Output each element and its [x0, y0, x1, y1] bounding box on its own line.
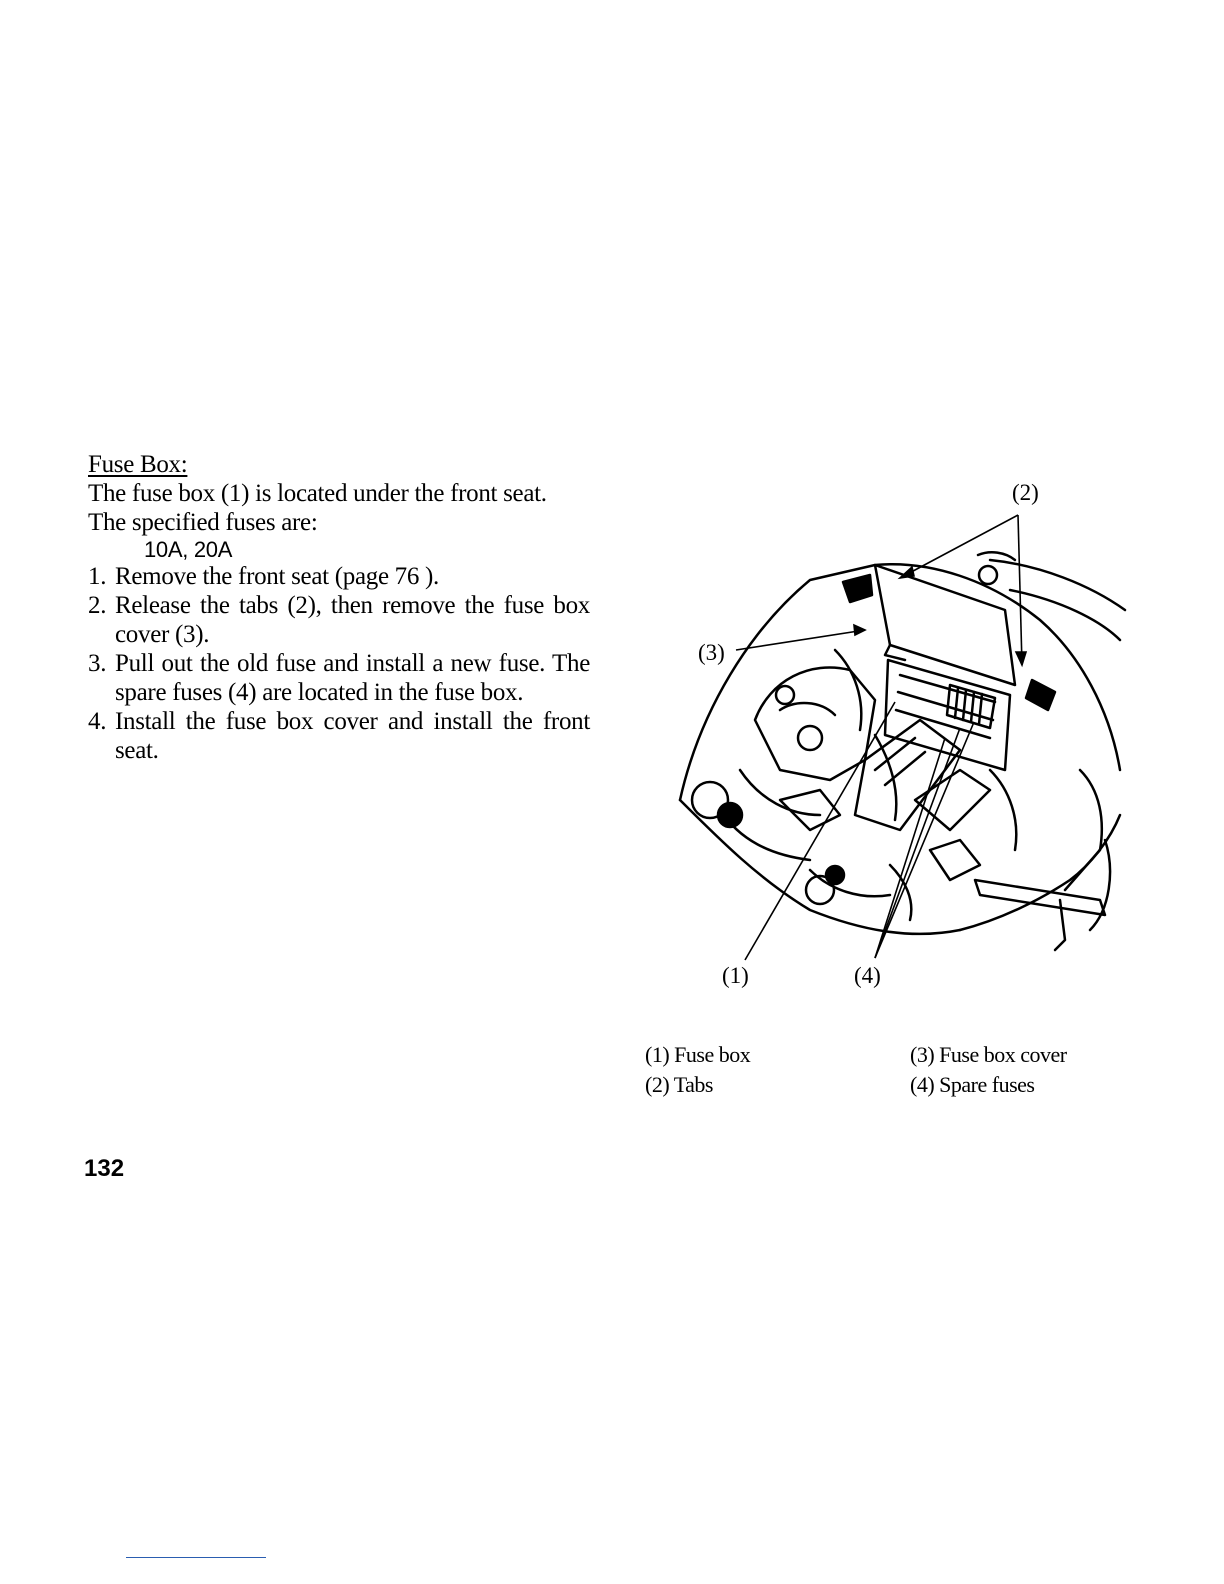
callout-2: (2) — [1012, 480, 1039, 505]
legend-left: (1) Fuse box (2) Tabs — [645, 1040, 751, 1100]
step-3: 3. Pull out the old fuse and install a n… — [88, 649, 590, 707]
fuse-ratings: 10A, 20A — [144, 537, 233, 562]
step-text: Pull out the old fuse and install a new … — [115, 650, 590, 706]
step-2: 2. Release the tabs (2), then remove the… — [88, 591, 590, 649]
legend-item-spare-fuses: (4) Spare fuses — [910, 1072, 1035, 1097]
intro-paragraph: The fuse box (1) is located under the fr… — [88, 480, 547, 507]
callout-4: (4) — [854, 963, 881, 988]
fuse-box-illustration: (2) (3) (1) (4) — [660, 470, 1140, 1000]
step-number: 2. — [88, 592, 107, 619]
bottom-rule — [126, 1557, 266, 1558]
specified-fuses-label: The specified fuses are: — [88, 509, 318, 536]
instructions: Fuse Box: The fuse box (1) is located un… — [88, 450, 590, 765]
step-1: 1. Remove the front seat (page 76 ). — [88, 562, 590, 591]
callout-1: (1) — [722, 963, 749, 988]
step-number: 3. — [88, 650, 107, 677]
step-text: Release the tabs (2), then remove the fu… — [115, 592, 590, 648]
motorcycle-fuse-box-drawing — [678, 514, 1127, 961]
page-number: 132 — [84, 1155, 125, 1182]
step-number: 4. — [88, 708, 107, 735]
section-heading: Fuse Box: — [88, 451, 188, 478]
legend-right: (3) Fuse box cover (4) Spare fuses — [910, 1040, 1067, 1100]
legend-item-tabs: (2) Tabs — [645, 1072, 713, 1097]
legend-item-fuse-box: (1) Fuse box — [645, 1042, 751, 1067]
callout-3: (3) — [698, 640, 725, 665]
step-text: Remove the front seat (page 76 ). — [115, 563, 440, 590]
step-4: 4. Install the fuse box cover and instal… — [88, 707, 590, 765]
step-text: Install the fuse box cover and install t… — [115, 708, 590, 764]
step-number: 1. — [88, 563, 107, 590]
legend-item-fuse-box-cover: (3) Fuse box cover — [910, 1042, 1067, 1067]
